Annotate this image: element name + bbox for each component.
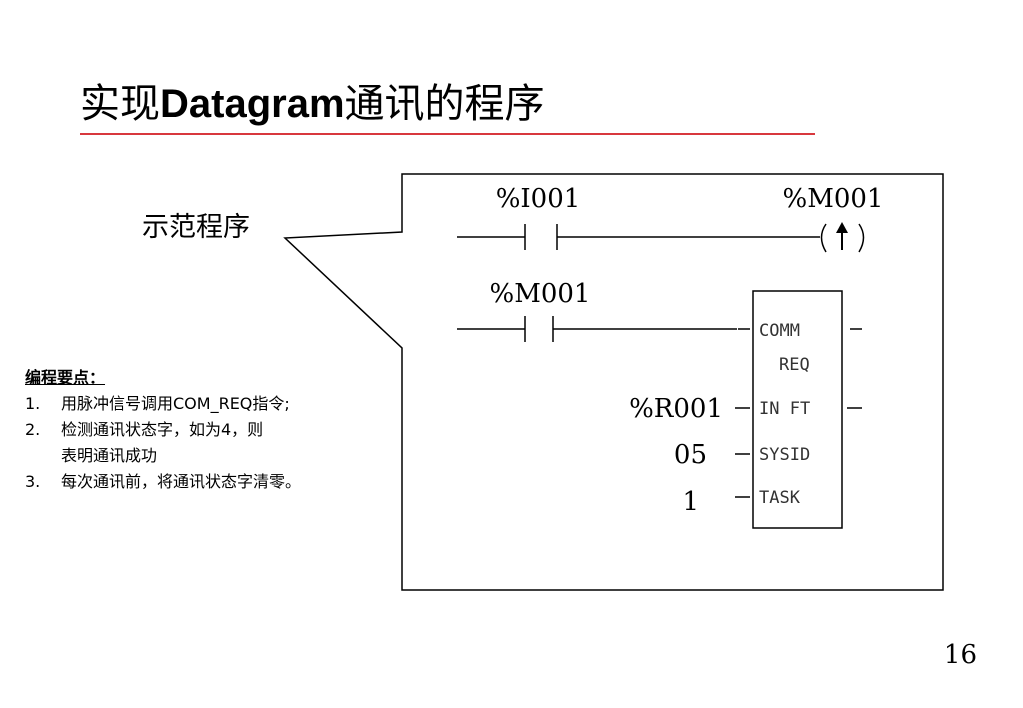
sysid-value-label: 05 [674, 440, 707, 470]
title-suffix: 通讯的程序 [344, 82, 545, 126]
rung2-contact-label: %M001 [490, 279, 591, 309]
block-label-comm: COMM [759, 321, 800, 341]
block-label-task: TASK [759, 488, 801, 508]
block-label-in-ft: IN FT [759, 399, 810, 419]
title-bold: Datagram [160, 82, 345, 126]
key-points: 编程要点： 1. 用脉冲信号调用COM_REQ指令; 2. 检测通讯状态字，如为… [25, 365, 405, 495]
block-label-req: REQ [779, 355, 810, 375]
list-item-text: 用脉冲信号调用COM_REQ指令; [61, 394, 290, 413]
coil-left-paren [820, 223, 827, 253]
coil-right-paren [858, 223, 865, 253]
title-underline [80, 133, 815, 135]
key-points-heading: 编程要点： [25, 368, 106, 387]
list-item-number: 3. [25, 472, 41, 491]
list-item-number: 2. [25, 420, 41, 439]
block-label-sysid: SYSID [759, 445, 810, 465]
page-number: 16 [943, 640, 977, 670]
title-prefix: 实现 [80, 82, 160, 126]
up-arrow-head-icon [836, 222, 848, 233]
callout-frame [283, 173, 944, 591]
list-item-number: 1. [25, 394, 41, 413]
comm-req-block [752, 290, 843, 529]
list-item: 2. 检测通讯状态字，如为4，则 表明通讯成功 [25, 417, 405, 469]
list-item-continuation: 表明通讯成功 [61, 446, 158, 465]
list-item: 3. 每次通讯前，将通讯状态字清零。 [25, 469, 405, 495]
rung1-coil-label: %M001 [783, 184, 884, 214]
list-item-text: 每次通讯前，将通讯状态字清零。 [61, 472, 302, 491]
page-title: 实现Datagram通讯的程序 [80, 78, 545, 130]
in-value-label: %R001 [629, 394, 723, 424]
key-points-list: 1. 用脉冲信号调用COM_REQ指令; 2. 检测通讯状态字，如为4，则 表明… [25, 391, 405, 495]
rung1-contact-label: %I001 [496, 184, 581, 214]
list-item-text: 检测通讯状态字，如为4，则 [61, 420, 264, 439]
callout-label: 示范程序 [142, 212, 250, 243]
list-item: 1. 用脉冲信号调用COM_REQ指令; [25, 391, 405, 417]
task-value-label: 1 [682, 487, 699, 517]
